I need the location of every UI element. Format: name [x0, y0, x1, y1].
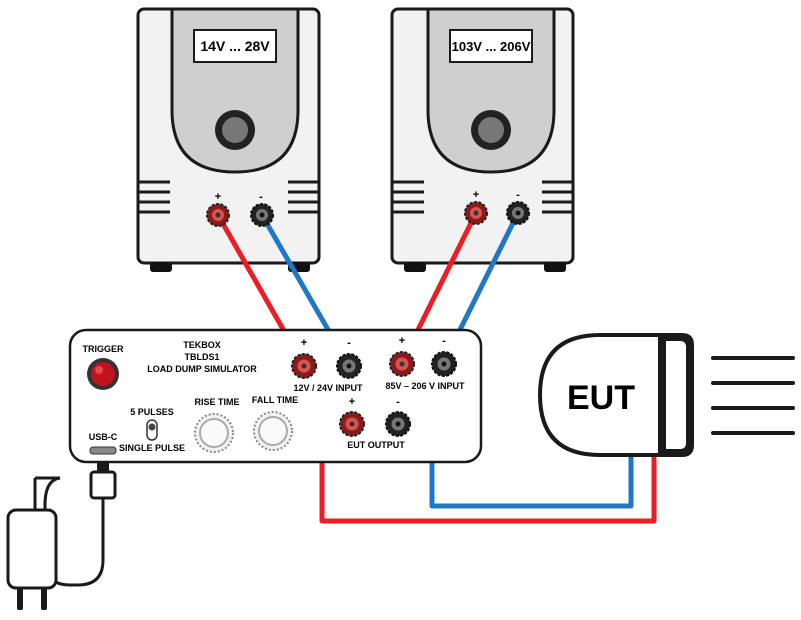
- trigger-label: TRIGGER: [82, 344, 124, 354]
- psu-low-display-text: 14V ... 28V: [200, 38, 270, 54]
- psu-high-plus-label: +: [473, 189, 479, 201]
- eut-output-minus-label: -: [396, 396, 400, 408]
- input-high-label: 85V – 206 V INPUT: [385, 381, 465, 391]
- input-low-positive-terminal[interactable]: [291, 353, 317, 379]
- eut-output-plus-label: +: [349, 396, 355, 408]
- psu-high-positive-terminal[interactable]: [464, 201, 488, 225]
- psu-high-negative-terminal[interactable]: [506, 201, 530, 225]
- fall-time-label: FALL TIME: [252, 395, 298, 405]
- rise-time-knob[interactable]: [194, 413, 234, 453]
- input-high-plus-label: +: [399, 335, 405, 347]
- psu-low-positive-terminal[interactable]: [206, 203, 230, 227]
- usb-c-port[interactable]: [89, 446, 117, 455]
- simulator-name: LOAD DUMP SIMULATOR: [147, 364, 257, 374]
- light-rays: [711, 356, 795, 435]
- adapter-pin-left: [17, 588, 23, 610]
- input-low-minus-label: -: [347, 337, 351, 349]
- simulator-brand: TEKBOX: [183, 340, 221, 350]
- input-low-negative-terminal[interactable]: [336, 353, 362, 379]
- input-high-minus-label: -: [442, 335, 446, 347]
- psu-low-plus-label: +: [215, 191, 221, 203]
- usb-c-plug: [89, 470, 117, 500]
- power-supply-low: 14V ... 28V + -: [136, 7, 321, 272]
- psu-low-vent-left: [138, 180, 170, 214]
- pulse-mode-switch[interactable]: [146, 419, 158, 441]
- eut-lamp: EUT: [538, 333, 795, 457]
- adapter-pin-right: [41, 588, 47, 610]
- usb-c-label: USB-C: [89, 432, 118, 442]
- usb-charger: [6, 462, 117, 610]
- power-supply-high: 103V ... 206V + -: [390, 7, 575, 272]
- eut-output-positive-terminal[interactable]: [339, 411, 365, 437]
- switch-bottom-label: SINGLE PULSE: [119, 443, 185, 453]
- psu-high-minus-label: -: [516, 189, 520, 201]
- psu-high-knob[interactable]: [471, 110, 511, 150]
- input-high-positive-terminal[interactable]: [389, 351, 415, 377]
- eut-label: EUT: [567, 379, 635, 417]
- switch-top-label: 5 PULSES: [130, 407, 174, 417]
- input-low-plus-label: +: [301, 337, 307, 349]
- eut-output-negative-terminal[interactable]: [385, 411, 411, 437]
- psu-high-display: [449, 29, 533, 63]
- rise-time-label: RISE TIME: [194, 397, 239, 407]
- input-high-negative-terminal[interactable]: [431, 351, 457, 377]
- psu-high-vent-right: [542, 180, 573, 214]
- trigger-button[interactable]: [87, 358, 119, 390]
- psu-low-vent-right: [288, 180, 319, 214]
- psu-high-display-text: 103V ... 206V: [452, 39, 531, 54]
- load-dump-simulator: TEKBOX TBLDS1 LOAD DUMP SIMULATOR TRIGGE…: [68, 328, 483, 464]
- psu-low-knob[interactable]: [215, 110, 255, 150]
- wall-adapter: [6, 508, 58, 590]
- psu-low-minus-label: -: [259, 191, 263, 203]
- simulator-model: TBLDS1: [184, 352, 219, 362]
- psu-high-vent-left: [392, 180, 424, 214]
- input-low-label: 12V / 24V INPUT: [293, 383, 363, 393]
- eut-output-label: EUT OUTPUT: [347, 440, 405, 450]
- psu-low-display: [193, 29, 277, 63]
- fall-time-knob[interactable]: [253, 411, 293, 451]
- psu-low-negative-terminal[interactable]: [250, 203, 274, 227]
